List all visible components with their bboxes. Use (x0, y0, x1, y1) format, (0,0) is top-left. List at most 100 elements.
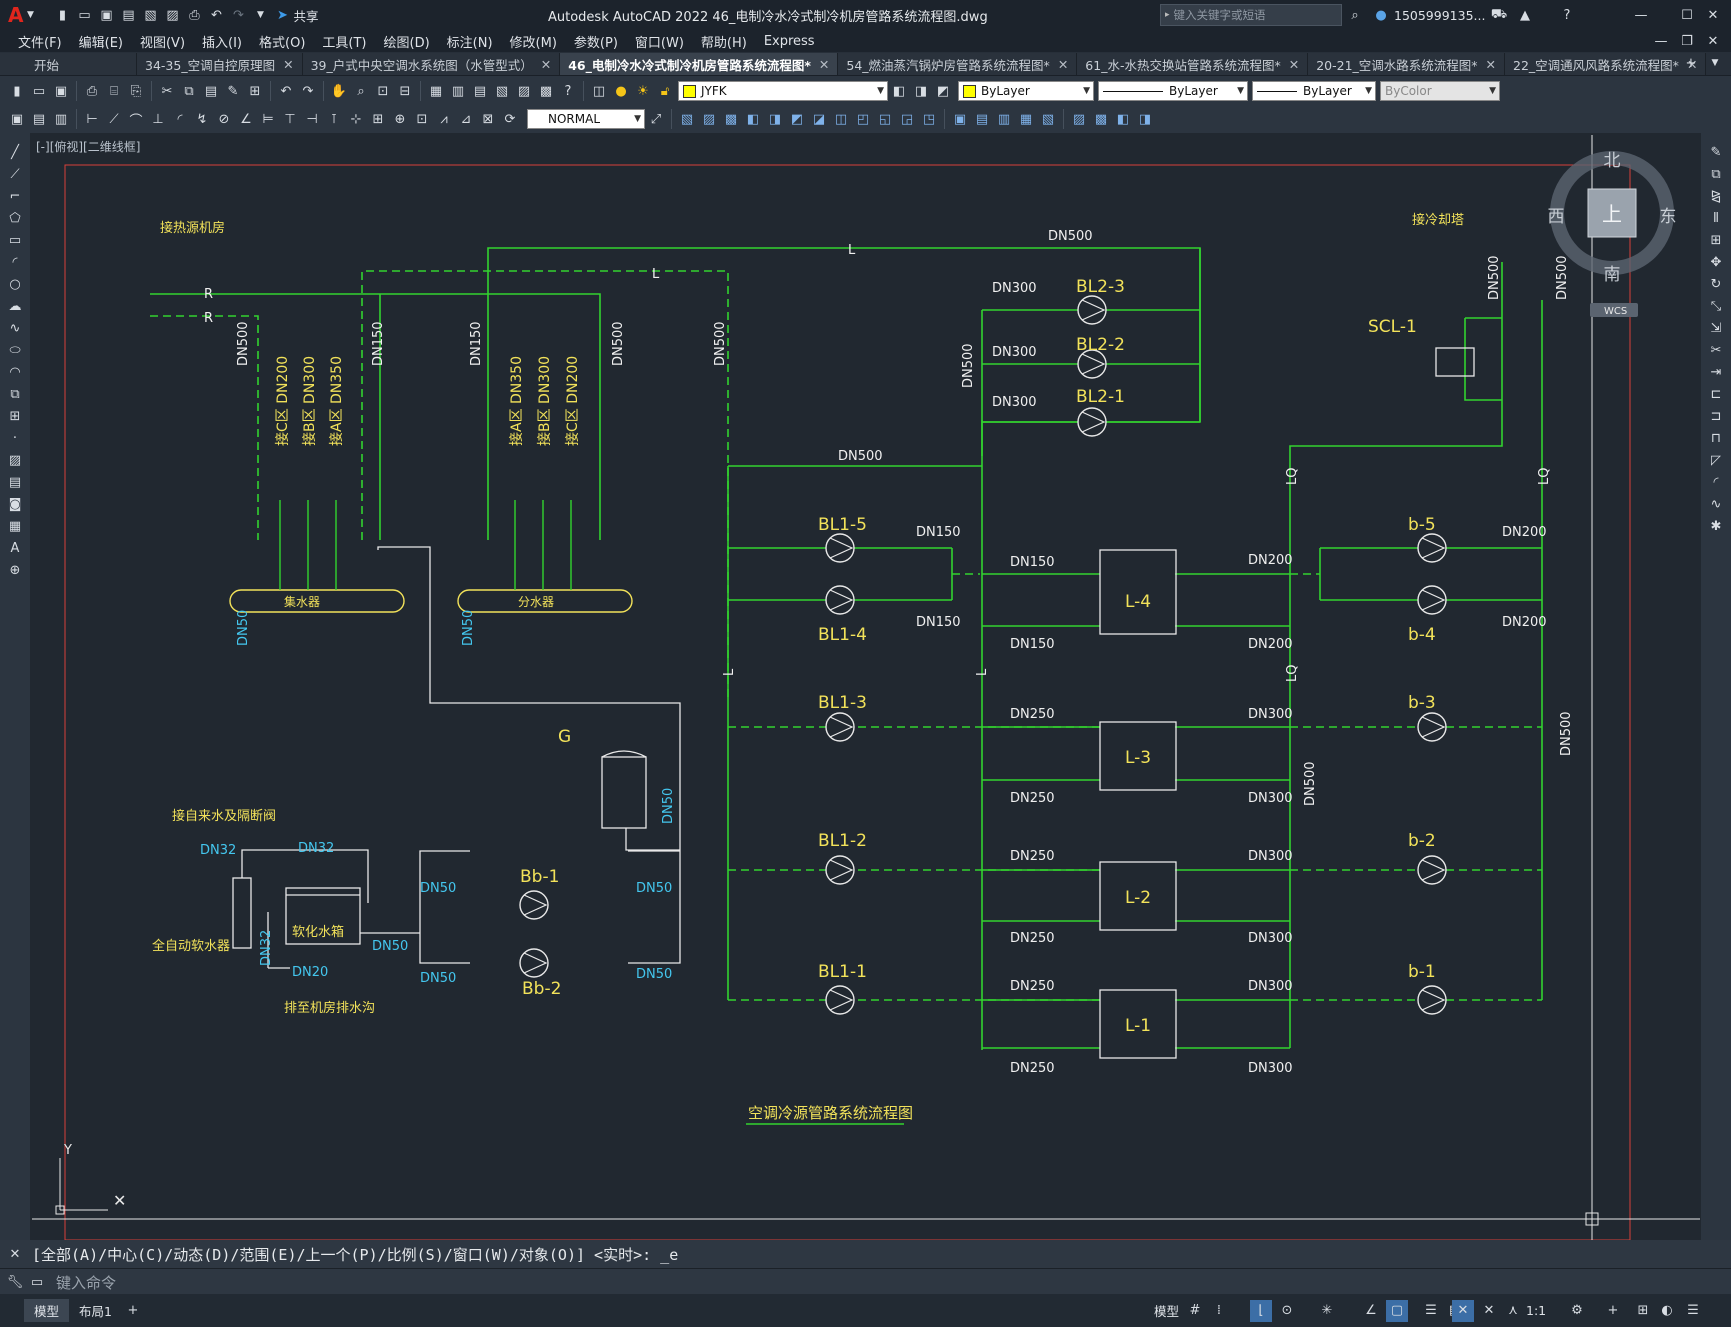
toolbar-icon[interactable]: ▨ (1072, 111, 1086, 127)
snap-icon[interactable]: ⁞ (1216, 1303, 1222, 1318)
blend-icon[interactable]: ∿ (1710, 496, 1722, 512)
lineweight-icon[interactable]: ☰ (1425, 1303, 1437, 1318)
tab-file[interactable]: 39_户式中央空调水系统图（水管型式）✕ (302, 53, 561, 75)
web-open-icon[interactable]: ▧ (144, 7, 157, 23)
menu-dimension[interactable]: 标注(N) (446, 35, 493, 51)
minimize-icon[interactable]: — (1634, 7, 1648, 23)
design-center-icon[interactable]: ▥ (451, 83, 465, 99)
linetype-dropdown[interactable]: ByLayer▼ (1098, 81, 1248, 101)
menu-help[interactable]: 帮助(H) (700, 35, 747, 51)
zoom-previous-icon[interactable]: ⊟ (399, 83, 411, 99)
plot-preview-icon[interactable]: ⌸ (110, 83, 118, 99)
tab-close-icon[interactable]: ✕ (1686, 56, 1698, 72)
qat-dropdown-icon[interactable]: ▼ (257, 10, 264, 20)
rectangle-icon[interactable]: ▭ (8, 232, 22, 248)
table-icon[interactable]: ▦ (8, 518, 22, 534)
doc-close-icon[interactable]: ✕ (1707, 33, 1719, 49)
isolate-objects-icon[interactable]: ◐ (1661, 1303, 1673, 1318)
annotation-scale-value[interactable]: 1:1 (1526, 1303, 1547, 1318)
layer-properties-icon[interactable]: ◫ (592, 83, 606, 99)
tab-close-icon[interactable]: ✕ (283, 56, 294, 72)
toolbar-icon[interactable]: ◨ (1138, 111, 1152, 127)
angular-dim-icon[interactable]: ∠ (240, 111, 252, 127)
grid-icon[interactable]: # (1189, 1303, 1201, 1318)
hatch-icon[interactable]: ▨ (8, 452, 22, 468)
menu-file[interactable]: 文件(F) (18, 35, 62, 51)
viewcube-west[interactable]: 西 (1548, 207, 1565, 227)
tab-close-icon[interactable]: ✕ (1485, 56, 1497, 72)
toolbar-icon[interactable]: ◨ (768, 111, 782, 127)
toolbar-icon[interactable]: ◩ (790, 111, 804, 127)
doc-minimize-icon[interactable]: — (1654, 33, 1668, 49)
array-icon[interactable]: ⊞ (1710, 232, 1722, 248)
web-save-icon[interactable]: ▨ (166, 7, 179, 23)
jogged-linear-icon[interactable]: ⩘ (440, 111, 448, 127)
viewcube-north[interactable]: 北 (1604, 151, 1621, 171)
offset-icon[interactable]: ⫴ (1713, 210, 1719, 226)
move-icon[interactable]: ✥ (1710, 254, 1722, 270)
osnap-icon[interactable]: ∠ (1365, 1303, 1377, 1318)
new-icon[interactable]: ▮ (58, 7, 67, 23)
viewcube-top-face[interactable]: 上 (1602, 202, 1622, 226)
share-icon[interactable]: ➤ (277, 7, 288, 23)
insert-block-icon[interactable]: ⧉ (10, 386, 20, 402)
diameter-dim-icon[interactable]: ⊘ (218, 111, 230, 127)
close-icon[interactable]: ✕ (1707, 7, 1719, 23)
hardware-acceleration-icon[interactable]: ⊞ (1637, 1303, 1649, 1318)
help-icon[interactable]: ? (1563, 7, 1571, 23)
gradient-icon[interactable]: ▤ (8, 474, 22, 490)
continue-dim-icon[interactable]: ⊣ (306, 111, 318, 127)
toolbar-icon[interactable]: ▣ (10, 111, 24, 127)
tab-layout1[interactable]: 布局1 (79, 1304, 112, 1319)
tab-close-icon[interactable]: ✕ (1288, 56, 1300, 72)
dim-space-icon[interactable]: ⊺ (330, 111, 338, 127)
toolbar-icon[interactable]: ▥ (997, 111, 1011, 127)
autocad-logo-icon[interactable]: A (8, 3, 24, 27)
customize-icon[interactable]: 🔧︎ (6, 1274, 24, 1290)
plotstyle-dropdown[interactable]: ByColor▼ (1380, 81, 1500, 101)
annotation-autoscale-icon[interactable]: ✕ (1483, 1303, 1495, 1318)
add-layout-icon[interactable]: + (127, 1303, 139, 1318)
extend-icon[interactable]: ⇥ (1710, 364, 1722, 380)
toolbar-icon[interactable]: ◪ (812, 111, 826, 127)
dimstyle-dropdown[interactable]: NORMAL▼ (527, 109, 645, 129)
toolbar-icon[interactable]: ◫ (834, 111, 848, 127)
polyline-icon[interactable]: ⌐ (9, 188, 21, 204)
save-icon[interactable]: ▣ (100, 7, 113, 23)
spline-icon[interactable]: ∿ (9, 320, 21, 336)
menu-window[interactable]: 窗口(W) (634, 35, 684, 51)
tolerance-icon[interactable]: ⊞ (372, 111, 384, 127)
toolbar-icon[interactable]: ▨ (702, 111, 716, 127)
cut-icon[interactable]: ✂ (161, 83, 173, 99)
new-icon[interactable]: ▮ (13, 83, 21, 99)
ortho-icon[interactable]: ⌊ (1250, 1299, 1272, 1322)
scale-icon[interactable]: ⤡ (1710, 298, 1722, 314)
toolbar-icon[interactable]: ▧ (680, 111, 694, 127)
polygon-icon[interactable]: ⬠ (9, 210, 21, 226)
new-tab-icon[interactable]: + (1685, 55, 1697, 71)
add-selected-icon[interactable]: ⊕ (9, 562, 21, 578)
radius-dim-icon[interactable]: ◜ (177, 111, 183, 127)
help-icon[interactable]: ? (564, 83, 572, 99)
redo-icon[interactable]: ↷ (233, 7, 244, 23)
wcs-menu[interactable] (1590, 303, 1638, 317)
wcs-label[interactable]: WCS (1604, 306, 1627, 317)
layer-previous-icon[interactable]: ◨ (914, 83, 928, 99)
ellipse-arc-icon[interactable]: ◠ (9, 364, 21, 380)
zoom-realtime-icon[interactable]: ⌕ (357, 83, 365, 99)
open-icon[interactable]: ▭ (32, 83, 46, 99)
quick-dim-icon[interactable]: ⊨ (262, 111, 274, 127)
color-dropdown[interactable]: ByLayer▼ (958, 81, 1094, 101)
join-icon[interactable]: ⊓ (1710, 430, 1722, 446)
ellipse-icon[interactable]: ⬭ (9, 342, 21, 358)
doc-restore-icon[interactable]: ❐ (1681, 33, 1693, 49)
circle-icon[interactable]: ○ (9, 276, 21, 292)
break-icon[interactable]: ⊐ (1710, 408, 1722, 424)
toolbar-icon[interactable]: ▦ (1019, 111, 1033, 127)
ordinate-dim-icon[interactable]: ⊥ (152, 111, 164, 127)
publish-icon[interactable]: ⎘ (130, 83, 142, 99)
viewcube-east[interactable]: 东 (1660, 207, 1677, 227)
tab-file[interactable]: 20-21_空调水路系统流程图*✕ (1308, 53, 1506, 75)
point-icon[interactable]: · (12, 430, 18, 446)
revision-cloud-icon[interactable]: ☁ (8, 298, 22, 314)
